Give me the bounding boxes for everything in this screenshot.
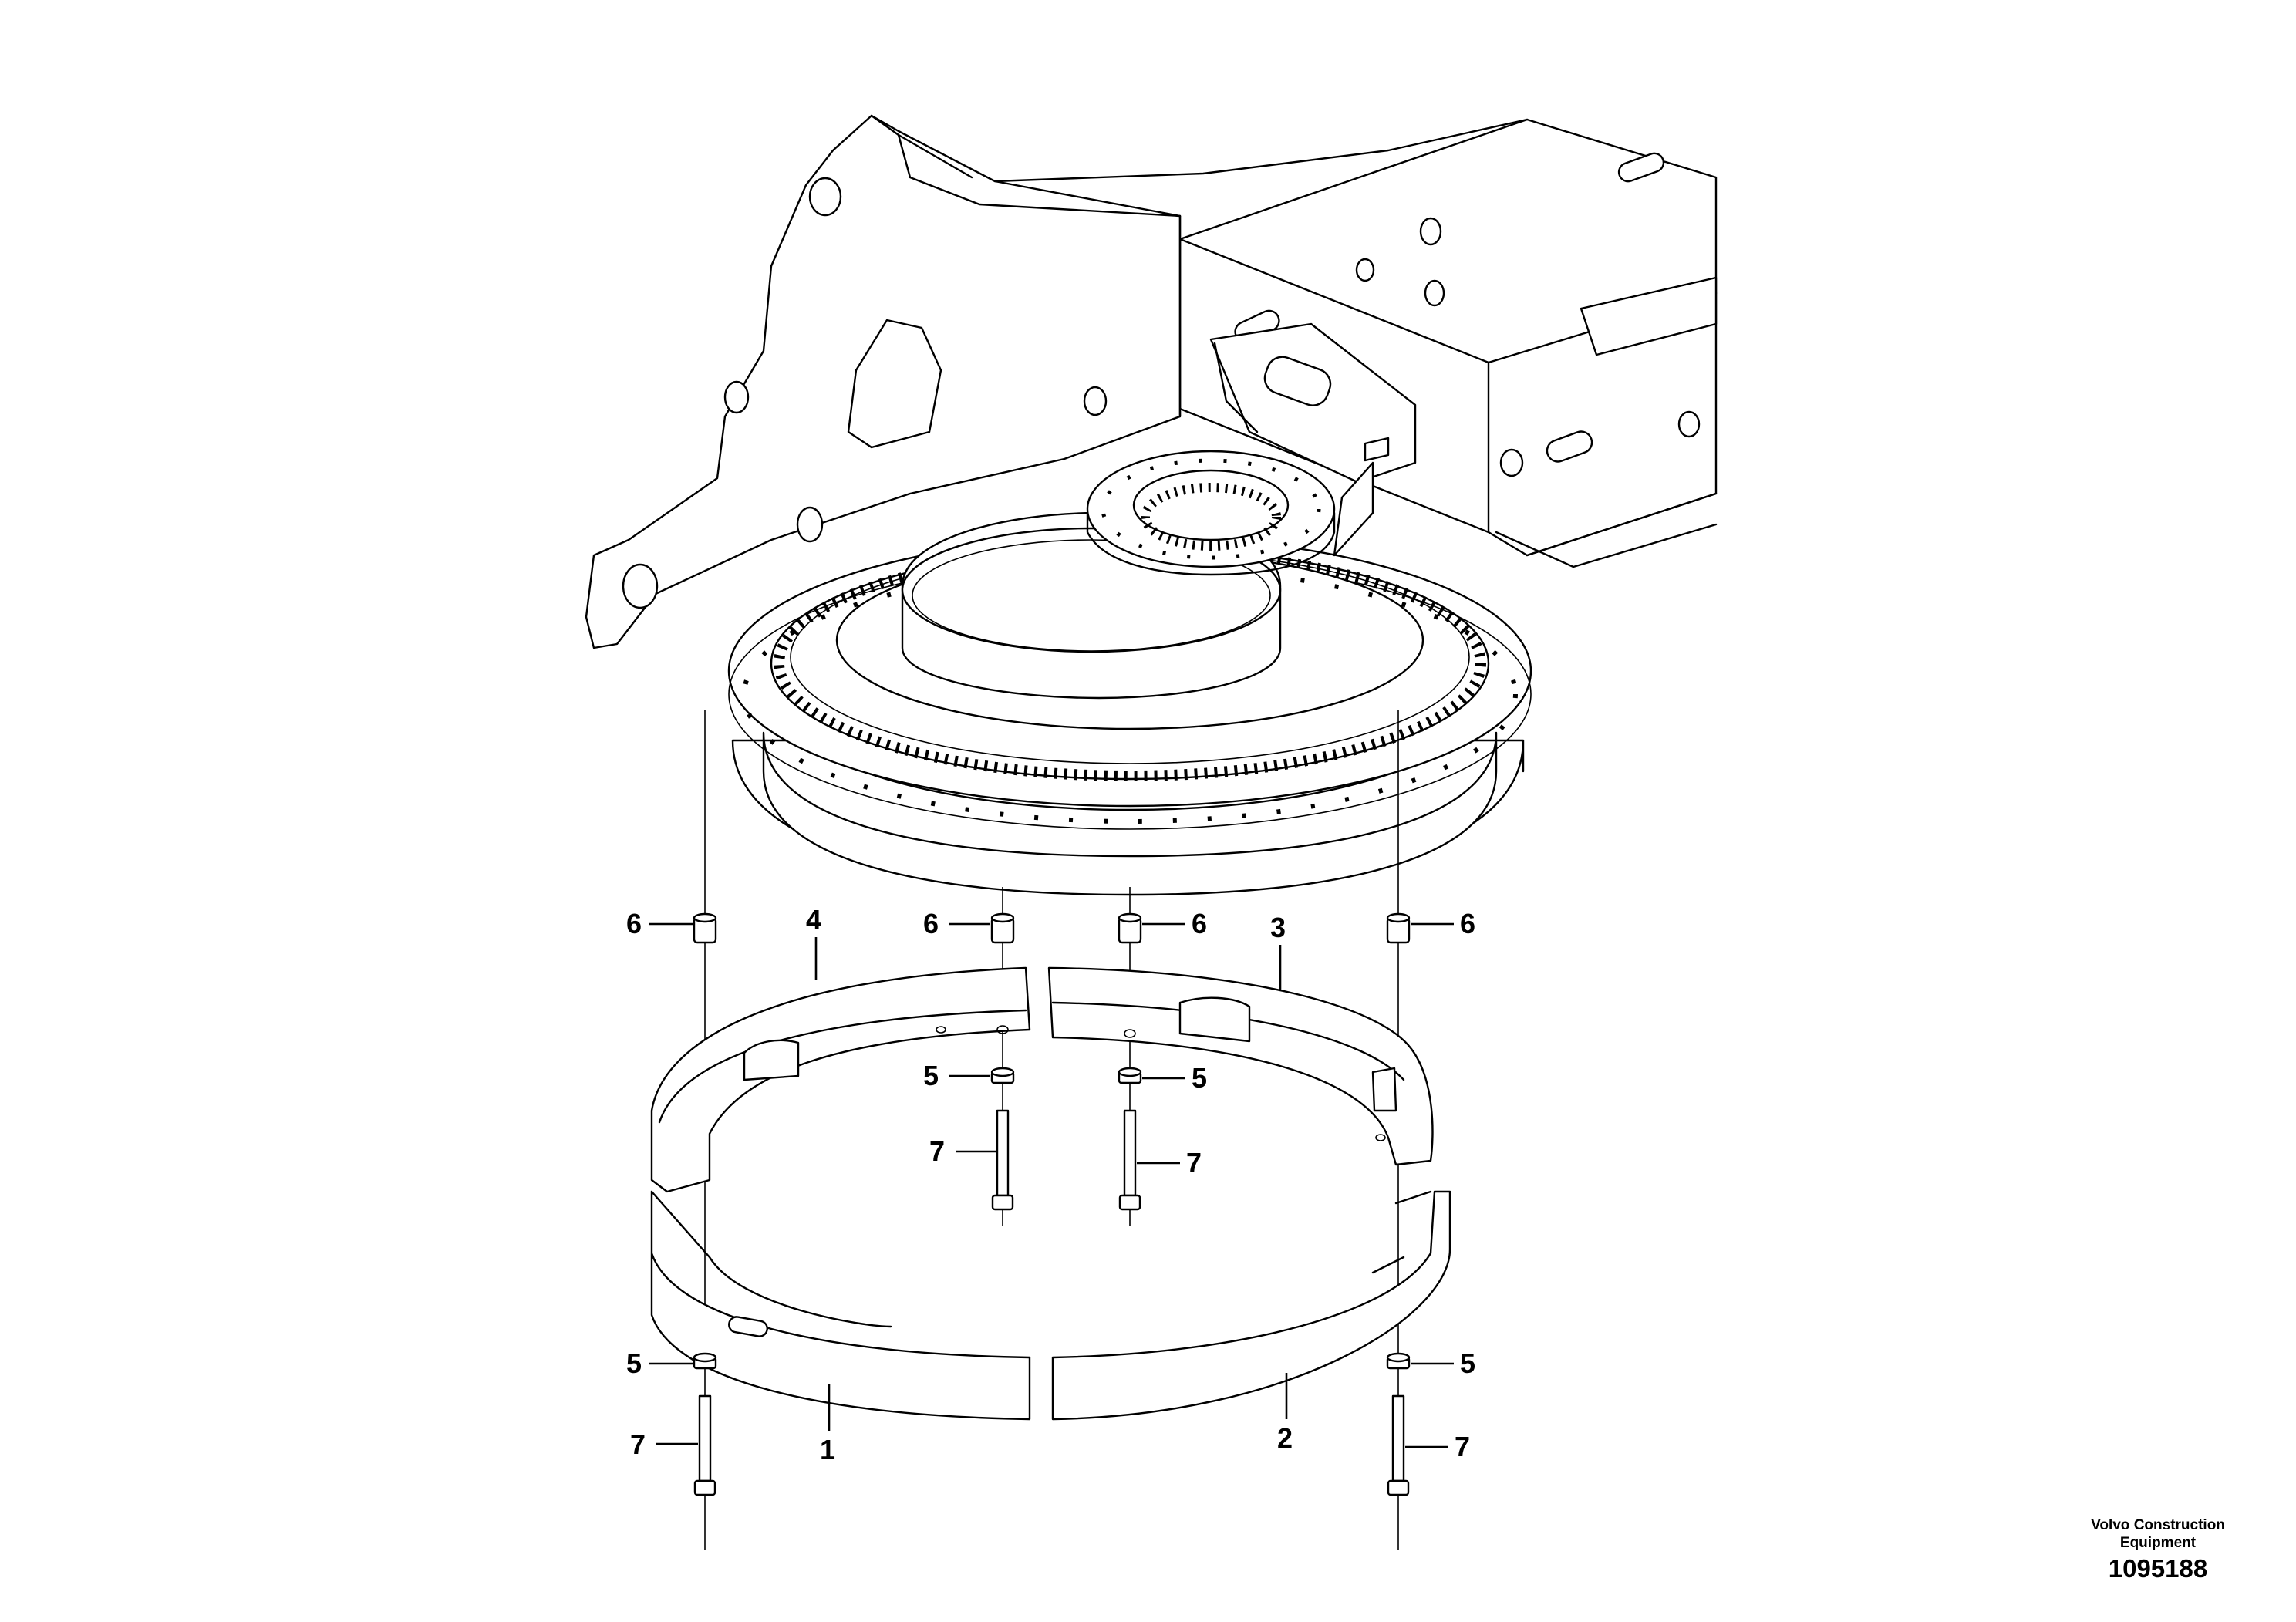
- pinion-plate: [1086, 450, 1374, 576]
- callout-6-center-right: 6: [1192, 908, 1207, 939]
- cover-segment-2: [1051, 1190, 1451, 1421]
- cover-segment-4: [650, 966, 1031, 1193]
- callout-6-left: 6: [626, 908, 642, 939]
- drawing-credit: Volvo Construction Equipment 1095188: [2091, 1517, 2225, 1583]
- part-number: 1095188: [2109, 1554, 2207, 1583]
- callout-6-right: 6: [1460, 908, 1475, 939]
- callout-5-center-right: 5: [1192, 1062, 1207, 1094]
- spacers: [693, 912, 1411, 944]
- cover-segment-3: [1047, 966, 1434, 1166]
- callout-7-left: 7: [630, 1428, 646, 1460]
- cover-segment-1: [650, 1190, 1031, 1421]
- credit-line-1: Volvo Construction: [2091, 1517, 2225, 1533]
- callout-7-right: 7: [1455, 1431, 1470, 1462]
- callout-5-center-left: 5: [923, 1060, 939, 1091]
- callout-6-center-left: 6: [923, 908, 939, 939]
- callout-5-right: 5: [1460, 1347, 1475, 1379]
- callout-3: 3: [1270, 912, 1286, 943]
- callout-4: 4: [806, 904, 821, 936]
- bolts: [693, 1109, 1410, 1496]
- callout-7-center-right: 7: [1186, 1147, 1202, 1179]
- slewing-ring: [727, 511, 1532, 896]
- callout-1: 1: [820, 1434, 835, 1465]
- callout-5-left: 5: [626, 1347, 642, 1379]
- callout-labels: 6 6 6 6 4 3 5 5 7 7 5 5 7 7 1 2: [626, 904, 1475, 1465]
- leader-lines: [649, 922, 1454, 1448]
- callout-7-center-left: 7: [929, 1135, 945, 1167]
- washers: [693, 1067, 1411, 1370]
- upper-frame: [585, 114, 1718, 649]
- credit-line-2: Equipment: [2120, 1535, 2197, 1551]
- callout-2: 2: [1277, 1422, 1293, 1454]
